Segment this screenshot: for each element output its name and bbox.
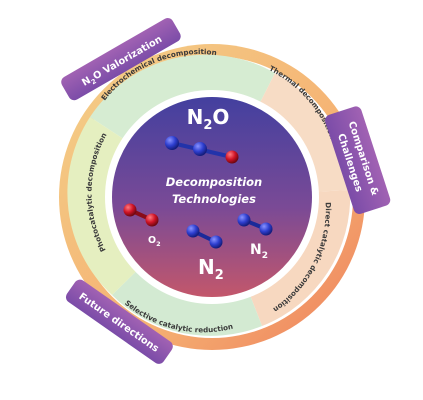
o2-molecule xyxy=(123,203,159,227)
core-circle xyxy=(112,97,312,297)
o2-label: O2 xyxy=(148,235,161,248)
n2o-molecule xyxy=(165,136,239,164)
n2-label-small: N2 xyxy=(250,242,268,261)
center-title-line2: Technologies xyxy=(172,192,256,206)
n2-label-large: N2 xyxy=(198,255,224,283)
n2-molecule-right xyxy=(237,213,273,236)
n2o-label: N2O xyxy=(187,105,230,133)
core-content: N2O Decomposition Technologies O2 N2 xyxy=(123,105,273,283)
center-title-line1: Decomposition xyxy=(166,175,263,189)
n2-molecule-center xyxy=(186,224,223,249)
